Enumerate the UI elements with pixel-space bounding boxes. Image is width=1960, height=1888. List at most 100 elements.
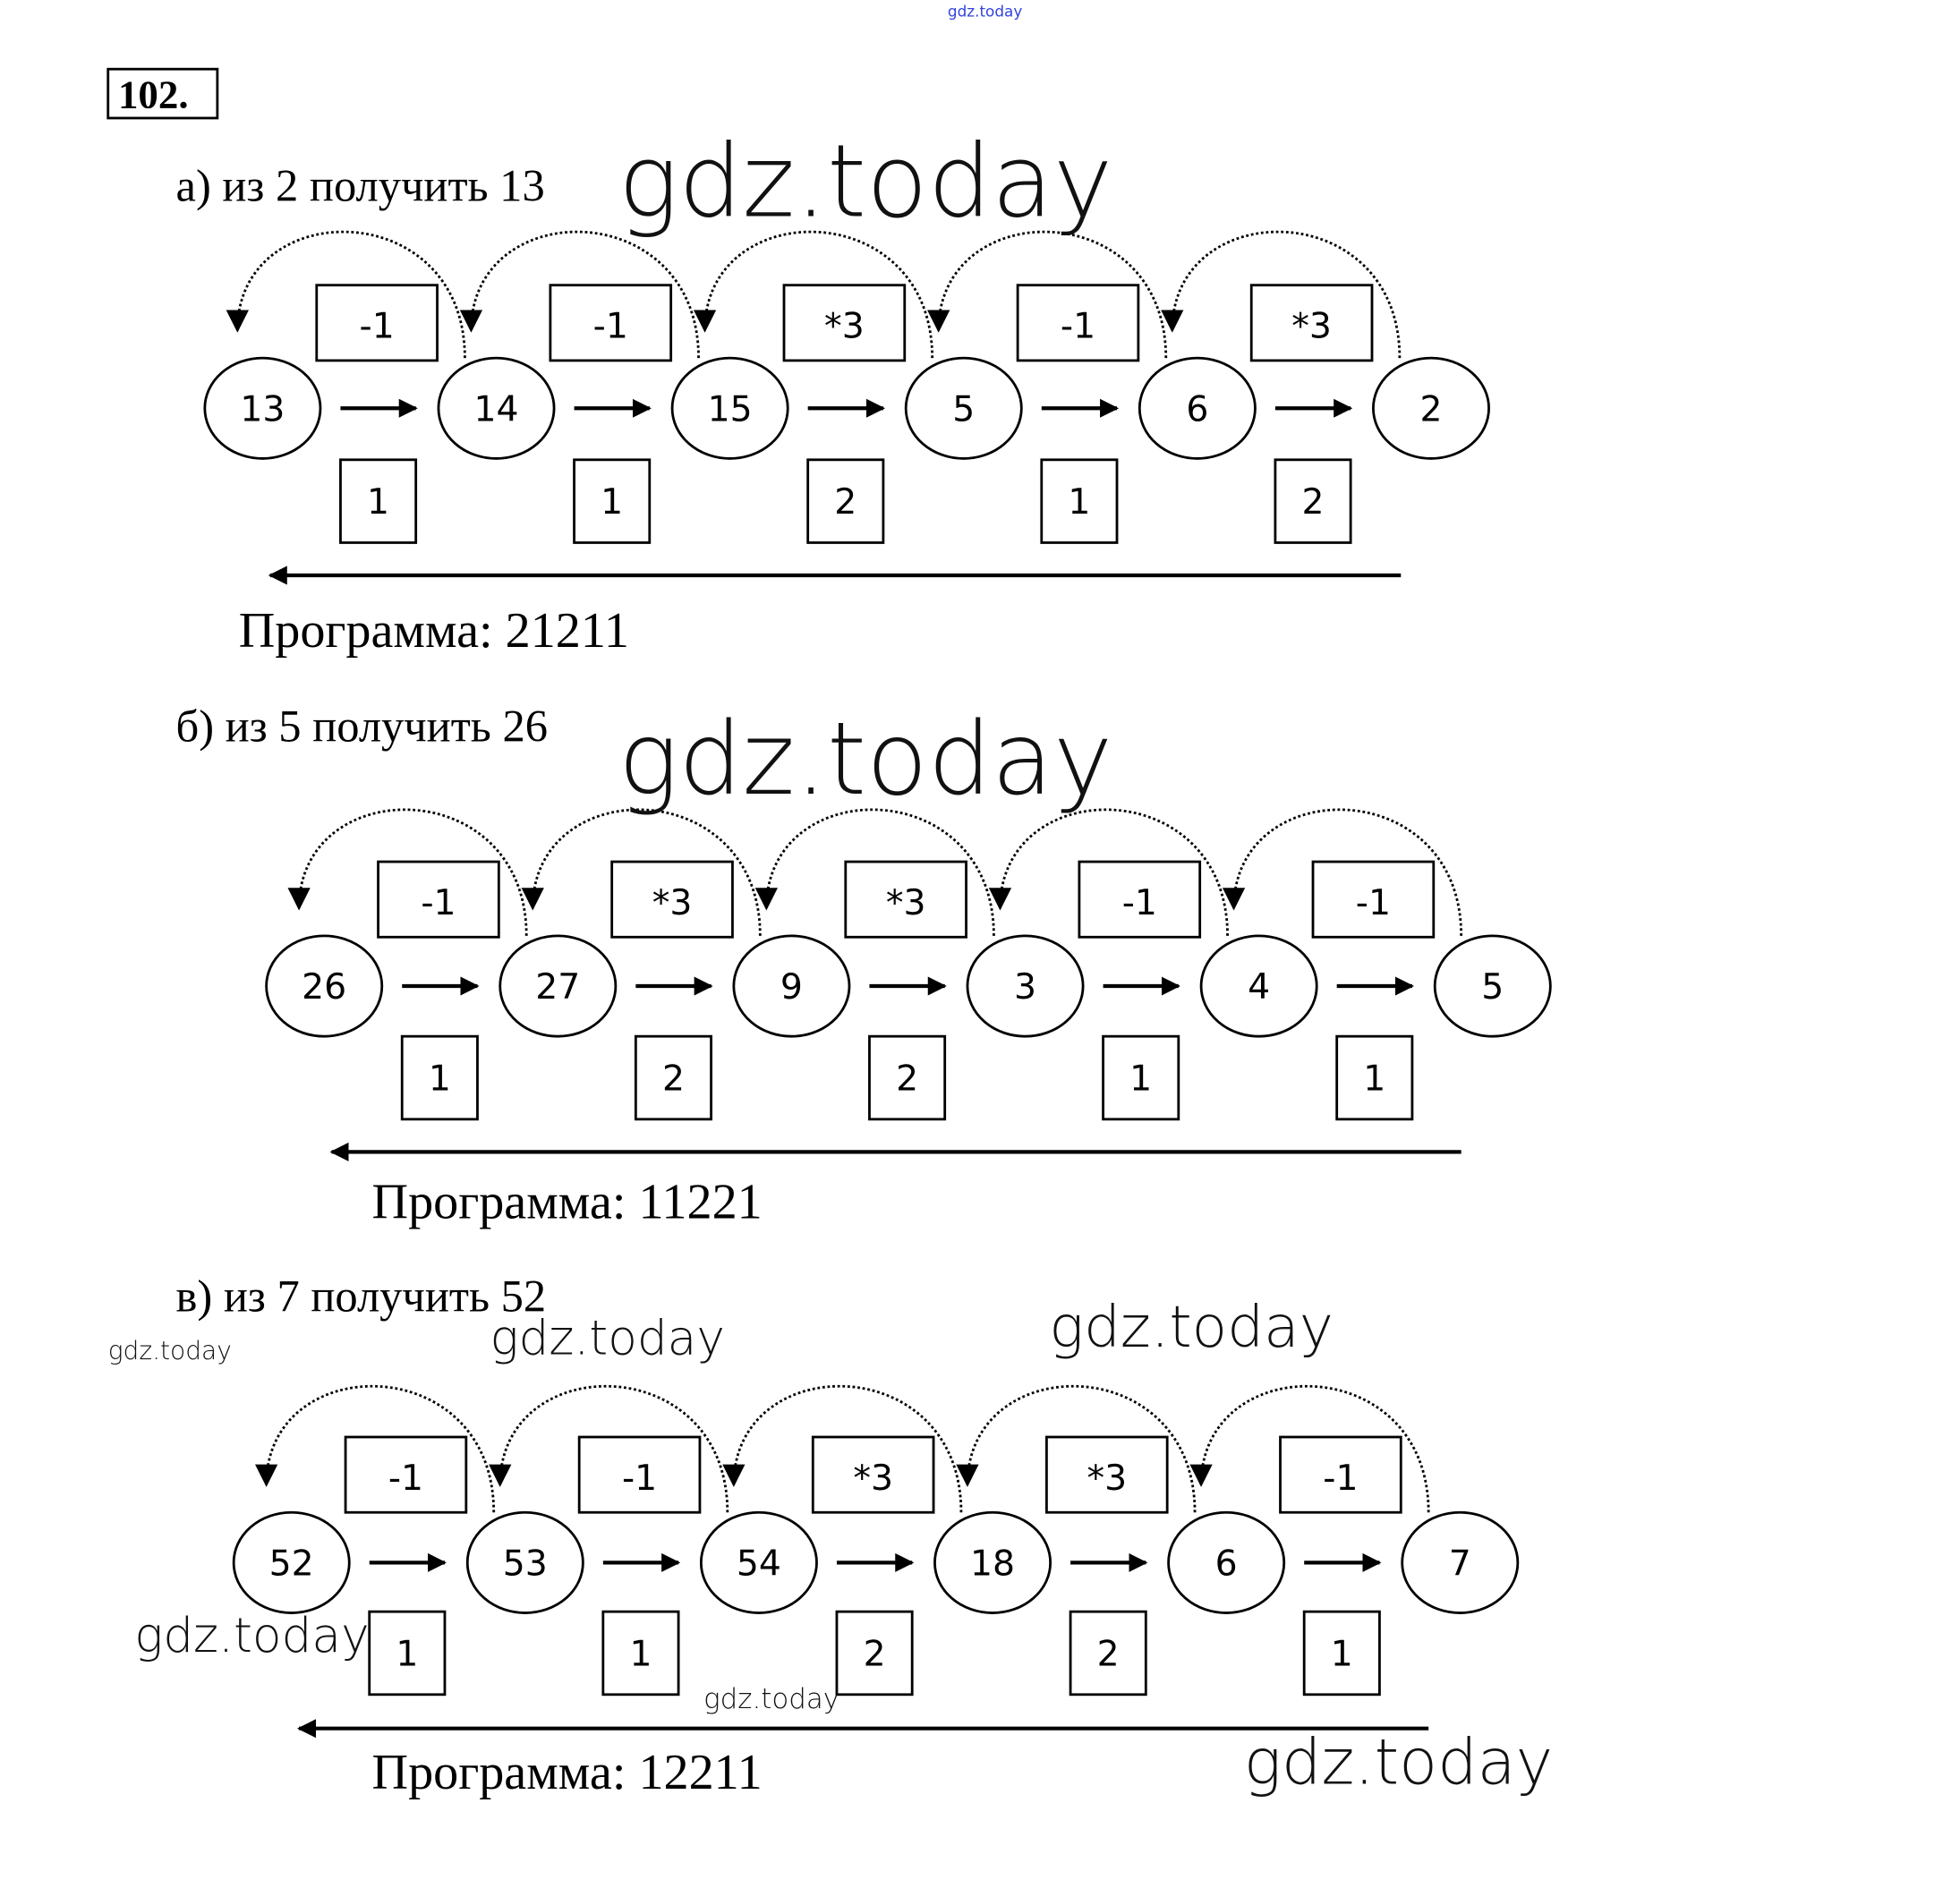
- command-code: 1: [1331, 1635, 1353, 1675]
- operation-label: -1: [1323, 1459, 1358, 1499]
- part-heading: б) из 5 получить 26: [176, 701, 548, 751]
- node-circle: [265, 934, 384, 1038]
- node-circle: [732, 934, 851, 1038]
- command-code: 1: [396, 1635, 418, 1675]
- operation-box: [377, 860, 500, 939]
- command-code-box: [806, 458, 885, 544]
- top-watermark: gdz.today: [948, 2, 1022, 20]
- dotted-reverse-arc: [287, 808, 528, 936]
- node-circle: [1138, 356, 1257, 460]
- part-heading: а) из 2 получить 13: [176, 161, 545, 211]
- node-circle: [465, 1510, 584, 1614]
- dotted-reverse-arc: [226, 230, 466, 359]
- command-code: 1: [1363, 1059, 1385, 1100]
- operation-label: -1: [421, 883, 456, 923]
- node-circle: [966, 934, 1085, 1038]
- node-value: 52: [269, 1544, 314, 1584]
- operation-label: *3: [652, 883, 693, 923]
- operation-box: [1311, 860, 1436, 939]
- program-result: Программа: 21211: [239, 603, 629, 659]
- command-code: 2: [1097, 1635, 1120, 1675]
- node-circle: [203, 356, 322, 460]
- node-circle: [232, 1510, 351, 1614]
- command-code-box: [868, 1034, 947, 1121]
- operation-label: -1: [1356, 883, 1391, 923]
- dotted-reverse-arc: [489, 1384, 729, 1513]
- node-circle: [1167, 1510, 1286, 1614]
- node-value: 53: [503, 1544, 548, 1584]
- operation-label: -1: [360, 307, 395, 347]
- command-code-box: [835, 1610, 914, 1697]
- command-code-box: [634, 1034, 712, 1121]
- operation-box: [1045, 1435, 1169, 1514]
- operation-label: -1: [1061, 307, 1095, 347]
- node-value: 54: [737, 1544, 781, 1584]
- operation-label: *3: [886, 883, 926, 923]
- command-code-box: [1335, 1034, 1414, 1121]
- node-value: 18: [970, 1544, 1015, 1584]
- operation-label: *3: [1087, 1459, 1127, 1499]
- command-code-box: [601, 1610, 680, 1697]
- dotted-reverse-arc: [956, 1384, 1197, 1513]
- operation-label: *3: [824, 307, 865, 347]
- node-circle: [499, 934, 618, 1038]
- dotted-reverse-arc: [1161, 230, 1402, 359]
- program-result: Программа: 11221: [372, 1175, 763, 1230]
- node-circle: [670, 356, 789, 460]
- command-code-box: [1274, 458, 1352, 544]
- watermark: gdz.today: [1049, 1294, 1334, 1361]
- dotted-reverse-arc: [927, 230, 1168, 359]
- program-result: Программа: 12211: [372, 1745, 763, 1800]
- node-value: 4: [1248, 967, 1270, 1008]
- operation-box: [782, 284, 907, 362]
- watermark: gdz.today: [618, 123, 1113, 240]
- node-value: 2: [1419, 389, 1442, 429]
- node-value: 14: [474, 389, 519, 429]
- node-value: 5: [952, 389, 975, 429]
- operation-box: [577, 1435, 702, 1514]
- node-value: 13: [240, 389, 285, 429]
- command-code-box: [339, 458, 418, 544]
- operation-label: -1: [622, 1459, 657, 1499]
- node-value: 7: [1449, 1544, 1471, 1584]
- command-code-box: [400, 1034, 479, 1121]
- command-code: 2: [896, 1059, 918, 1100]
- operation-box: [315, 284, 439, 362]
- command-code: 2: [1302, 482, 1325, 523]
- dotted-reverse-arc: [988, 808, 1229, 936]
- node-circle: [699, 1510, 818, 1614]
- watermark: gdz.today: [618, 702, 1113, 818]
- operation-box: [610, 860, 734, 939]
- command-code: 1: [367, 482, 389, 523]
- task-number-box: [107, 67, 219, 120]
- dotted-reverse-arc: [255, 1384, 496, 1513]
- dotted-reverse-arc: [754, 808, 995, 936]
- command-code: 1: [629, 1635, 652, 1675]
- command-code: 2: [834, 482, 856, 523]
- node-value: 27: [535, 967, 580, 1008]
- operation-label: -1: [1122, 883, 1157, 923]
- dotted-reverse-arc: [1189, 1384, 1430, 1513]
- watermark: gdz.today: [703, 1683, 839, 1715]
- command-code: 2: [662, 1059, 685, 1100]
- command-code: 2: [864, 1635, 886, 1675]
- command-code: 1: [601, 482, 623, 523]
- node-circle: [437, 356, 556, 460]
- dotted-reverse-arc: [722, 1384, 963, 1513]
- dotted-reverse-arc: [1222, 808, 1463, 936]
- operation-box: [1078, 860, 1202, 939]
- watermark: gdz.today: [134, 1607, 369, 1663]
- operation-box: [1249, 284, 1374, 362]
- node-value: 5: [1481, 967, 1504, 1008]
- node-value: 15: [708, 389, 753, 429]
- command-code-box: [1302, 1610, 1381, 1697]
- command-code: 1: [429, 1059, 451, 1100]
- node-value: 26: [302, 967, 346, 1008]
- command-code: 1: [1068, 482, 1090, 523]
- watermark: gdz.today: [1244, 1725, 1553, 1799]
- operation-box: [344, 1435, 468, 1514]
- operation-label: *3: [853, 1459, 893, 1499]
- operation-label: -1: [388, 1459, 423, 1499]
